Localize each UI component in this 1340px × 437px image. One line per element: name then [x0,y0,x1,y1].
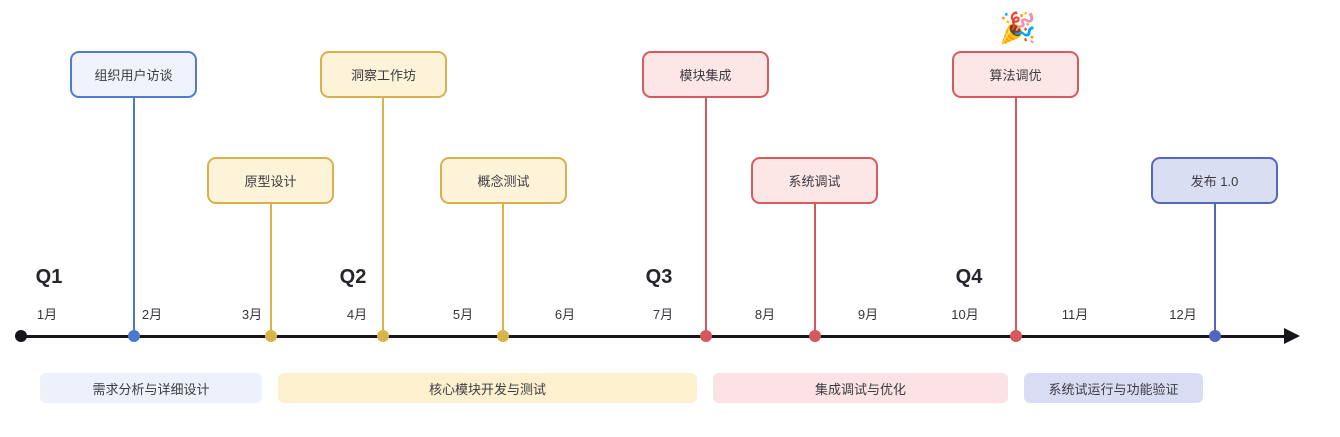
milestone-card-3[interactable]: 洞察工作坊 [320,51,447,98]
month-label-6: 6月 [554,307,576,322]
milestone-card-7[interactable]: 算法调优 [952,51,1079,98]
milestone-stem-2 [270,204,272,336]
milestone-card-8[interactable]: 发布 1.0 [1151,157,1278,204]
milestone-card-6[interactable]: 系统调试 [751,157,878,204]
month-label-2: 2月 [141,307,163,322]
milestone-stem-3 [382,98,384,336]
month-label-11: 11月 [1061,307,1089,322]
month-label-7: 7月 [652,307,674,322]
party-popper-icon: 🎉 [999,12,1037,45]
month-label-9: 9月 [857,307,879,322]
month-label-4: 4月 [346,307,368,322]
phase-band-1[interactable]: 需求分析与详细设计 [40,373,262,403]
milestone-card-2[interactable]: 原型设计 [207,157,334,204]
month-label-1: 1月 [36,307,58,322]
month-label-12: 12月 [1169,307,1197,322]
phase-band-2[interactable]: 核心模块开发与测试 [278,373,697,403]
quarter-label-q4: Q4 [955,266,983,288]
milestone-stem-7 [1015,98,1017,336]
milestone-dot-8 [1209,330,1221,342]
milestone-card-4[interactable]: 概念测试 [440,157,567,204]
milestone-label-7: 算法调优 [989,68,1042,83]
milestone-stem-5 [705,98,707,336]
phase-label-4: 系统试运行与功能验证 [1048,381,1179,397]
milestone-label-1: 组织用户访谈 [94,68,173,83]
phase-label-3: 集成调试与优化 [814,381,906,397]
milestone-label-4: 概念测试 [477,174,530,189]
milestone-label-6: 系统调试 [788,174,841,189]
phase-label-2: 核心模块开发与测试 [428,381,546,397]
milestone-dot-3 [377,330,389,342]
milestone-stem-6 [814,204,816,336]
phase-band-3[interactable]: 集成调试与优化 [713,373,1008,403]
quarter-label-q1: Q1 [35,266,63,288]
milestone-label-2: 原型设计 [244,174,297,189]
milestone-label-3: 洞察工作坊 [350,68,416,83]
timeline-axis [18,335,1286,338]
month-label-10: 10月 [951,307,979,322]
quarter-label-q3: Q3 [645,266,673,288]
milestone-dot-4 [497,330,509,342]
phase-label-1: 需求分析与详细设计 [92,381,210,397]
milestone-card-5[interactable]: 模块集成 [642,51,769,98]
milestone-label-8: 发布 1.0 [1190,174,1239,189]
axis-arrowhead-icon [1284,328,1300,344]
milestone-dot-1 [128,330,140,342]
month-label-5: 5月 [452,307,474,322]
milestone-stem-1 [133,98,135,336]
milestone-stem-8 [1214,204,1216,336]
milestone-dot-5 [700,330,712,342]
month-label-3: 3月 [241,307,263,322]
quarter-label-q2: Q2 [339,266,367,288]
milestone-label-5: 模块集成 [679,68,732,83]
phase-band-4[interactable]: 系统试运行与功能验证 [1024,373,1203,403]
milestone-dot-2 [265,330,277,342]
milestone-card-1[interactable]: 组织用户访谈 [70,51,197,98]
milestone-dot-6 [809,330,821,342]
month-label-8: 8月 [754,307,776,322]
milestone-dot-7 [1010,330,1022,342]
milestone-stem-4 [502,204,504,336]
